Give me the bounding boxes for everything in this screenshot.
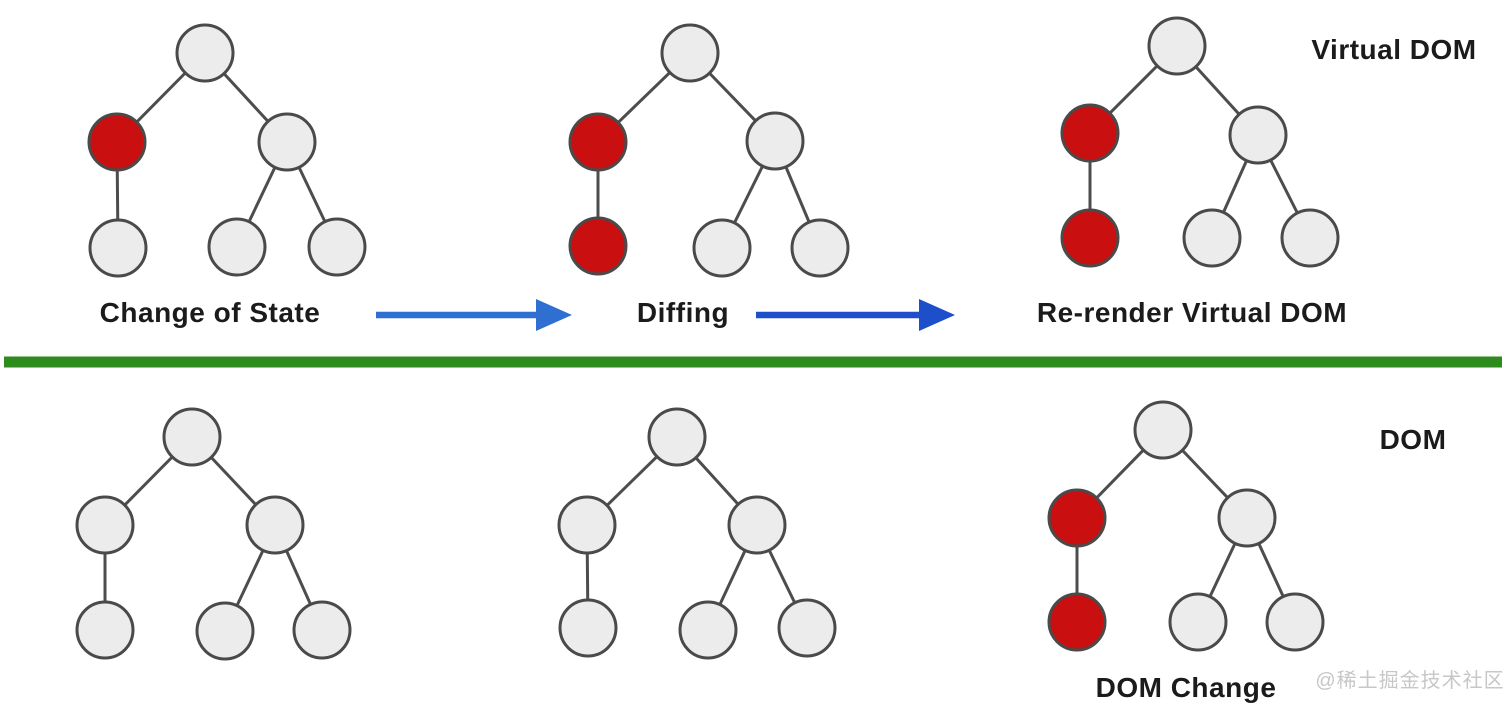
tree-node: [1280, 208, 1340, 268]
dom-row-title: DOM: [1379, 424, 1447, 455]
tree-node: [745, 111, 805, 171]
tree-node: [245, 495, 305, 555]
tree-node-changed: [1060, 208, 1120, 268]
watermark-text: @稀土掘金技术社区: [1315, 670, 1505, 692]
tree-node: [75, 495, 135, 555]
row-divider-line: [4, 356, 1502, 368]
tree-node: [162, 407, 222, 467]
tree-node: [777, 598, 837, 658]
tree-node: [195, 601, 255, 661]
tree-node: [1217, 488, 1277, 548]
tree-node: [207, 217, 267, 277]
tree-dom-change: [1047, 400, 1325, 652]
arrow-head: [536, 299, 572, 331]
tree-change-of-state: [87, 23, 367, 278]
tree-dom-middle: [557, 407, 837, 660]
tree-node: [660, 23, 720, 83]
dom-change-label: DOM Change: [1095, 672, 1277, 703]
tree-node: [727, 495, 787, 555]
rerender-virtual-dom-label: Re-render Virtual DOM: [1036, 297, 1348, 328]
tree-rerender-virtual-dom: [1060, 16, 1340, 268]
tree-node: [175, 23, 235, 83]
tree-node-changed: [1047, 592, 1107, 652]
change-of-state-label: Change of State: [99, 297, 321, 328]
tree-node-changed: [1060, 103, 1120, 163]
arrow-diffing-to-rerender: [756, 299, 955, 331]
tree-dom-left: [75, 407, 352, 661]
arrow-change-to-diffing: [376, 299, 572, 331]
tree-node: [790, 218, 850, 278]
tree-node: [1228, 105, 1288, 165]
tree-node: [292, 600, 352, 660]
tree-node: [678, 600, 738, 660]
tree-node: [1265, 592, 1325, 652]
tree-node-changed: [568, 112, 628, 172]
tree-node: [1147, 16, 1207, 76]
tree-node: [75, 600, 135, 660]
tree-node: [307, 217, 367, 277]
tree-node: [647, 407, 707, 467]
tree-node: [1133, 400, 1193, 460]
diffing-label: Diffing: [636, 297, 730, 328]
tree-diffing: [568, 23, 850, 278]
tree-node-changed: [1047, 488, 1107, 548]
tree-node: [257, 112, 317, 172]
tree-node-changed: [87, 112, 147, 172]
tree-node: [558, 598, 618, 658]
tree-node: [1168, 592, 1228, 652]
tree-node: [557, 495, 617, 555]
tree-node-changed: [568, 216, 628, 276]
tree-node: [1182, 208, 1242, 268]
tree-node: [88, 218, 148, 278]
arrow-head: [919, 299, 955, 331]
virtual-dom-row-title: Virtual DOM: [1311, 34, 1477, 65]
tree-node: [692, 218, 752, 278]
